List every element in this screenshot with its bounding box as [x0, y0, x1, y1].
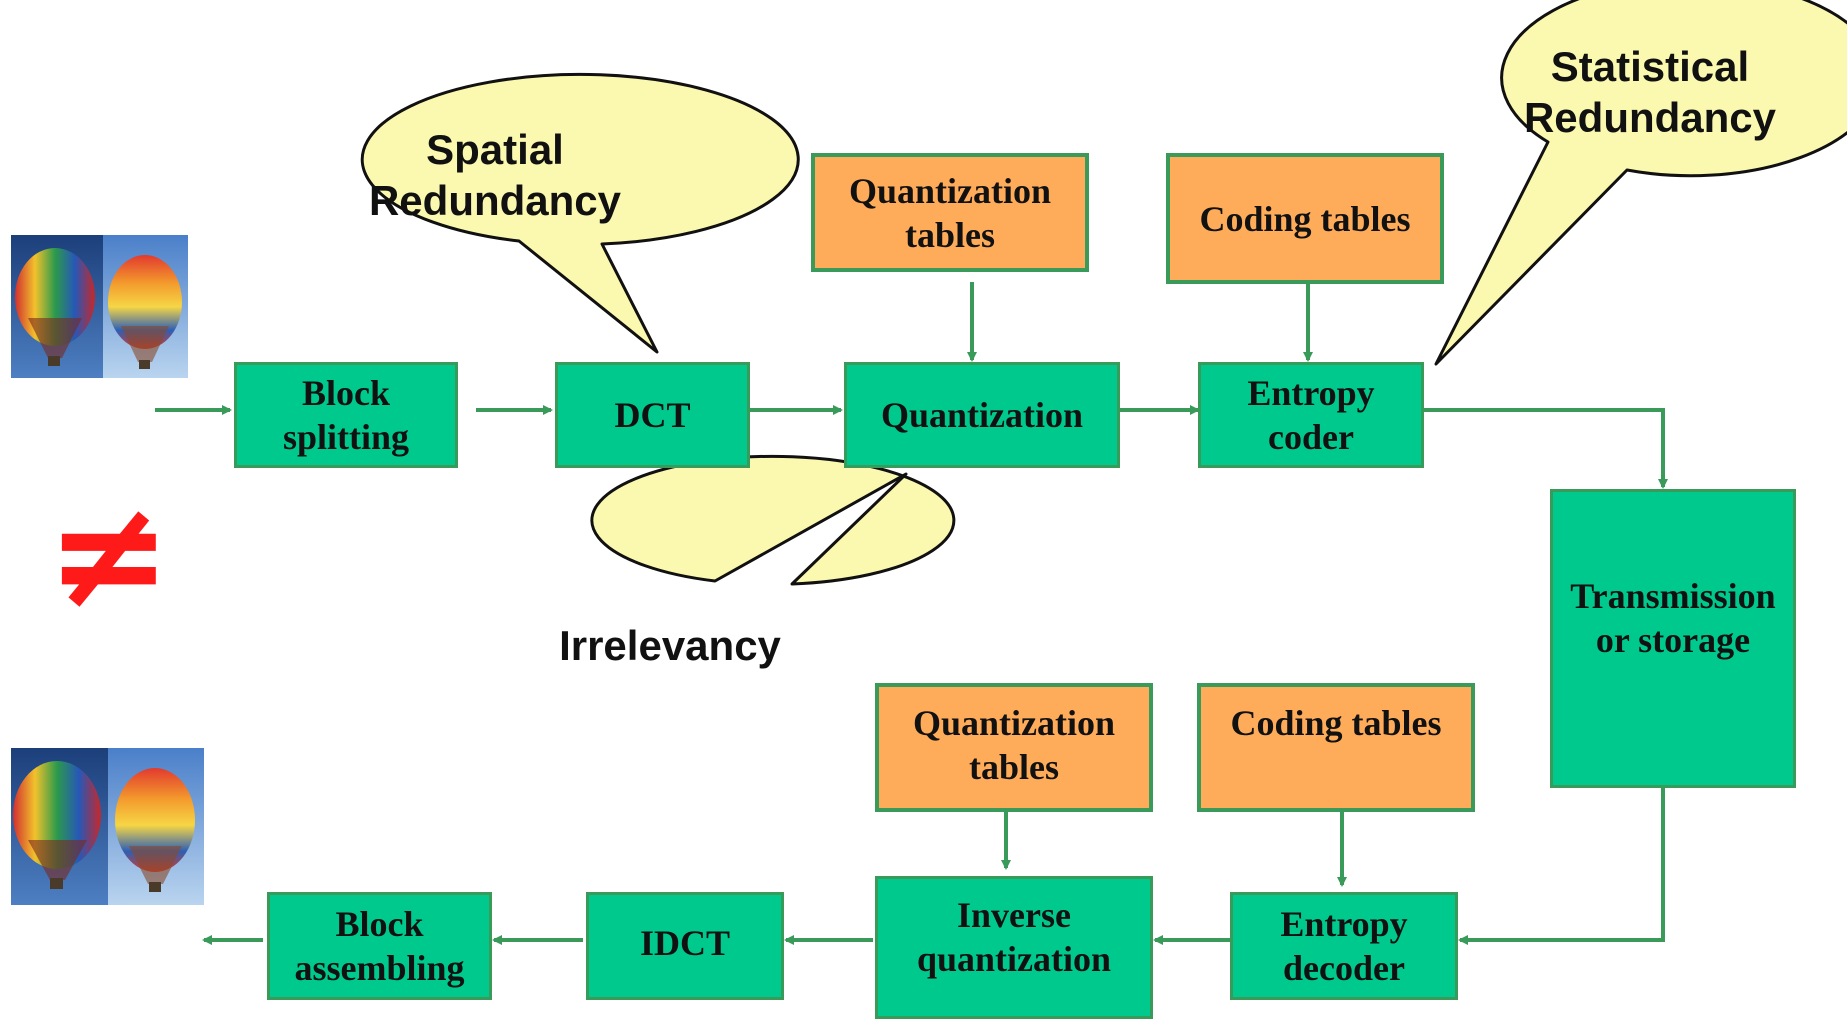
callout-irrelevancy-bubble [590, 454, 956, 586]
entropy-decoder-label: Entropy decoder [1280, 904, 1408, 988]
decoder-quantization-tables-label: Quantization tables [912, 703, 1116, 787]
block-splitting-box: Block splitting [234, 362, 458, 468]
idct-label: IDCT [639, 923, 731, 963]
quantization-label: Quantization [880, 395, 1084, 435]
block-assembling-label: Block assembling [294, 904, 465, 988]
decoder-coding-tables-box: Coding tables [1197, 683, 1475, 812]
dct-label: DCT [614, 395, 691, 435]
block-assembling-box: Block assembling [267, 892, 492, 1000]
arrow-entropy-coder-to-transmission [1422, 408, 1668, 489]
not-equal-icon: ≠ [46, 468, 172, 642]
encoder-coding-tables-label: Coding tables [1199, 198, 1411, 239]
decoder-quantization-tables-box: Quantization tables [875, 683, 1153, 812]
entropy-decoder-box: Entropy decoder [1230, 892, 1458, 1000]
inverse-quantization-label: Inverse quantization [916, 895, 1112, 979]
idct-box: IDCT [586, 892, 784, 1000]
dct-box: DCT [555, 362, 750, 468]
original-balloon-image [11, 235, 188, 378]
callout-spatial-bubble [360, 72, 800, 354]
entropy-coder-label: Entropy coder [1247, 373, 1375, 457]
arrow-transmission-to-entropy-decoder [1458, 780, 1665, 945]
entropy-coder-box: Entropy coder [1198, 362, 1424, 468]
encoder-coding-tables-box: Coding tables [1166, 153, 1444, 284]
quantization-box: Quantization [844, 362, 1120, 468]
callout-statistical-text: Statistical Redundancy [1523, 43, 1777, 141]
callout-bubbles [360, 0, 1847, 586]
decoder-coding-tables-label: Coding tables [1230, 703, 1442, 743]
encoder-quantization-tables-box: Quantization tables [811, 153, 1089, 272]
reconstructed-balloon-image [11, 748, 204, 905]
transmission-label: Transmission or storage [1570, 576, 1776, 660]
callout-irrelevancy-text: Irrelevancy [559, 622, 781, 669]
encoder-quantization-tables-label: Quantization tables [848, 170, 1052, 255]
encoder-connectors [155, 282, 1668, 489]
transmission-box: Transmission or storage [1550, 489, 1796, 788]
callout-statistical-bubble [1434, 0, 1847, 366]
inverse-quantization-box: Inverse quantization [875, 876, 1153, 1019]
block-splitting-label: Block splitting [282, 373, 410, 457]
callout-spatial-text: Spatial Redundancy [368, 126, 622, 224]
decoder-connectors [202, 780, 1665, 945]
